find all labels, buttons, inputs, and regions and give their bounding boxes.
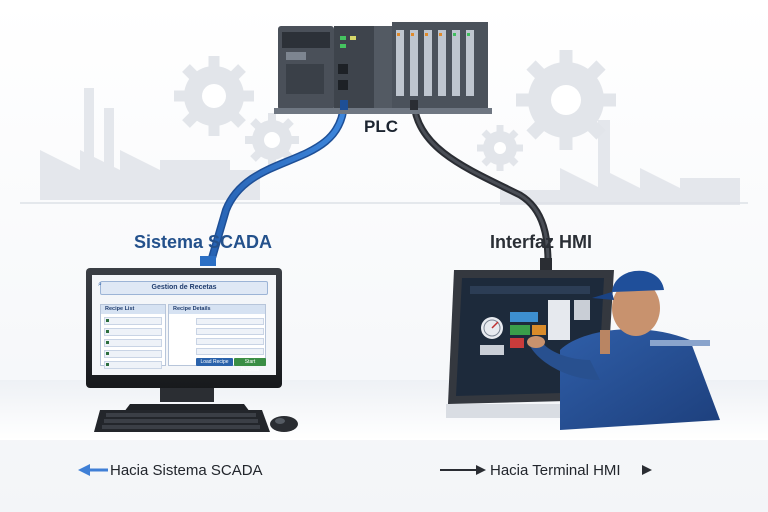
search-icon: ⌕ [98, 281, 102, 288]
list-item[interactable] [104, 339, 162, 347]
gear-icon [245, 113, 299, 167]
recipe-list-header: Recipe List [101, 305, 165, 314]
keyboard [94, 410, 270, 432]
mouse [270, 416, 298, 432]
detail-field[interactable] [196, 338, 264, 345]
arrow-right-icon [440, 465, 486, 475]
caption-to-scada: Hacia Sistema SCADA [110, 462, 263, 479]
arrow-right-icon [642, 465, 652, 475]
recipe-list-panel: Recipe List [100, 304, 166, 369]
plc-device [274, 22, 492, 114]
detail-field[interactable] [196, 318, 264, 325]
detail-field[interactable] [196, 348, 264, 355]
list-item[interactable] [104, 317, 162, 325]
list-item[interactable] [104, 328, 162, 336]
plc-label: PLC [364, 117, 398, 136]
detail-row [172, 348, 264, 355]
recipe-details-panel: Recipe Details [168, 304, 266, 366]
arrow-left-icon [78, 464, 108, 476]
gear-icon [516, 50, 616, 150]
detail-row [172, 318, 264, 325]
detail-row [172, 338, 264, 345]
scada-label: Sistema SCADA [134, 232, 273, 252]
operator-technician [527, 270, 720, 430]
gear-icon [477, 125, 523, 171]
scada-screen: Gestion de Recetas ⌕ Recipe List Recipe … [94, 278, 272, 372]
caption-to-hmi: Hacia Terminal HMI [490, 462, 621, 479]
start-process-button[interactable]: Start Process [234, 358, 266, 372]
gear-icon [174, 56, 254, 136]
scada-screen-title: Gestion de Recetas [100, 281, 268, 295]
list-item[interactable] [104, 350, 162, 358]
hmi-label: Interfaz HMI [490, 232, 593, 252]
recipe-details-header: Recipe Details [169, 305, 265, 314]
load-recipe-button[interactable]: Load Recipe [196, 358, 233, 366]
detail-row [172, 328, 264, 335]
list-item[interactable] [104, 361, 162, 369]
detail-field[interactable] [196, 328, 264, 335]
